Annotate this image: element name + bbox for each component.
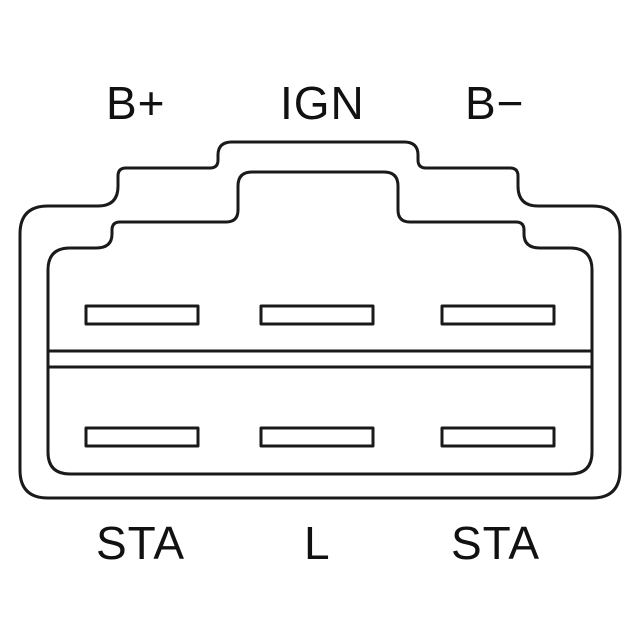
label-l: L (304, 517, 331, 569)
label-sta-left: STA (96, 517, 186, 569)
terminal-b-minus (440, 304, 556, 326)
label-b-plus: B+ (106, 77, 166, 129)
terminal-ign (259, 304, 375, 326)
terminal-sta-left (84, 426, 200, 448)
label-ign: IGN (280, 77, 365, 129)
connector-outer-housing (18, 140, 622, 500)
terminal-b-plus (84, 304, 200, 326)
label-b-minus: B− (465, 77, 525, 129)
label-sta-right: STA (451, 517, 541, 569)
terminal-l (259, 426, 375, 448)
terminal-sta-right (440, 426, 556, 448)
connector-inner-cavity (46, 170, 594, 476)
